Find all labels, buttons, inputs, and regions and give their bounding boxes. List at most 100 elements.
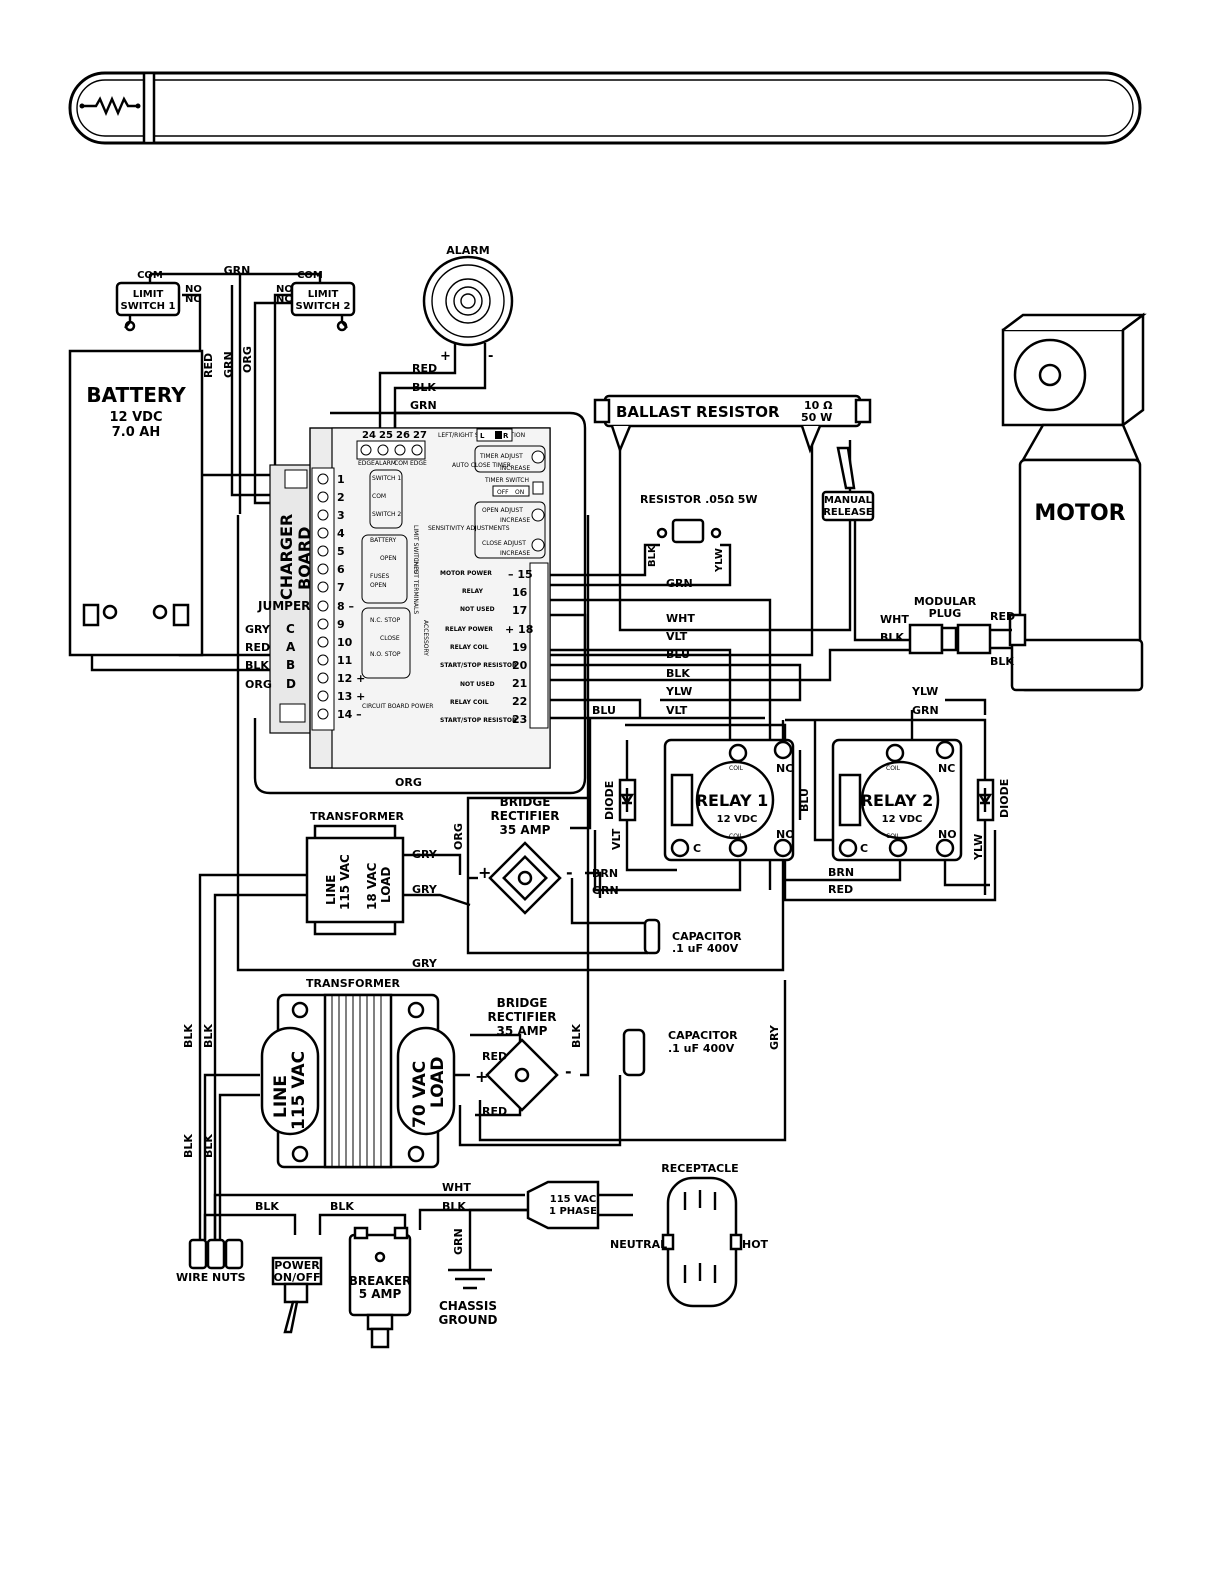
- svg-text:RELAY 1: RELAY 1: [696, 791, 769, 810]
- svg-text:12 VDC: 12 VDC: [882, 814, 923, 825]
- svg-text:NC: NC: [185, 294, 201, 305]
- resistor-icon: [79, 95, 141, 117]
- svg-text:4: 4: [337, 527, 345, 540]
- svg-text:TIMER ADJUST: TIMER ADJUST: [479, 453, 523, 460]
- svg-text:23: 23: [512, 713, 527, 726]
- resistor-small: RESISTOR .05Ω 5W BLK YLW GRN: [640, 493, 758, 590]
- svg-text:NOT USED: NOT USED: [460, 606, 495, 613]
- svg-text:OPEN: OPEN: [370, 582, 387, 589]
- svg-text:27: 27: [413, 430, 427, 441]
- svg-text:+ 18: + 18: [505, 623, 533, 636]
- svg-text:7: 7: [337, 581, 345, 594]
- svg-text:BLK: BLK: [647, 544, 658, 567]
- power-switch: POWER ON/OFF: [271, 1256, 323, 1334]
- power-input: WHT BLK BLK BLK GRN: [255, 1181, 471, 1255]
- svg-text:+: +: [478, 863, 491, 882]
- svg-text:17: 17: [512, 604, 527, 617]
- svg-text:-: -: [566, 863, 573, 882]
- svg-text:VLT: VLT: [610, 828, 623, 850]
- charger-board: CHARGER BOARD JUMPER 1 2 3 4 5 6 7 8 – 9…: [245, 427, 551, 769]
- transformer-2: TRANSFORMER LINE 115 VAC 70 VAC LOAD: [260, 977, 456, 1169]
- svg-text:LIMIT SWITCHES: LIMIT SWITCHES: [412, 525, 419, 574]
- svg-text:BLK: BLK: [570, 1024, 583, 1048]
- svg-text:RED: RED: [482, 1105, 507, 1118]
- svg-text:TRANSFORMER: TRANSFORMER: [306, 977, 400, 990]
- svg-text:10 Ω: 10 Ω: [804, 399, 833, 412]
- svg-text:BLU: BLU: [798, 788, 811, 812]
- svg-text:7.0 AH: 7.0 AH: [112, 425, 161, 440]
- svg-text:5: 5: [337, 545, 345, 558]
- svg-text:B: B: [286, 658, 295, 672]
- svg-text:NC: NC: [776, 762, 793, 775]
- chassis-ground: CHASSIS GROUND: [438, 1268, 498, 1327]
- svg-text:26: 26: [396, 430, 410, 441]
- svg-text:INCREASE: INCREASE: [500, 465, 530, 472]
- svg-text:35 AMP: 35 AMP: [497, 1024, 548, 1038]
- svg-text:TRANSFORMER: TRANSFORMER: [310, 810, 404, 823]
- svg-text:GRN: GRN: [592, 884, 619, 897]
- svg-text:1: 1: [337, 473, 345, 486]
- svg-text:LIMIT: LIMIT: [133, 289, 164, 300]
- svg-text:SWITCH 1: SWITCH 1: [372, 475, 401, 482]
- svg-text:ACCESSORY: ACCESSORY: [422, 620, 429, 656]
- left-terminals: 1 2 3 4 5 6 7 8 – 9 10 11 12 + 13 + 14 –: [279, 467, 433, 731]
- receptacle: RECEPTACLE NEUTRAL HOT: [610, 1162, 769, 1308]
- svg-text:COIL: COIL: [886, 833, 901, 840]
- right-terminals: – 15 16 17 + 18 19 20 21 22 23 MOTOR POW…: [440, 562, 549, 729]
- svg-text:35 AMP: 35 AMP: [500, 823, 551, 837]
- svg-text:RELAY 2: RELAY 2: [861, 791, 934, 810]
- svg-text:COM: COM: [372, 493, 386, 500]
- relay-2: RELAY 2 12 VDC NC NO C COIL COIL: [831, 738, 963, 862]
- svg-text:LIMIT: LIMIT: [308, 289, 339, 300]
- svg-text:BRN: BRN: [592, 867, 618, 880]
- svg-text:BLK: BLK: [880, 631, 904, 644]
- svg-text:MODULAR: MODULAR: [914, 595, 977, 608]
- svg-text:WHT: WHT: [666, 612, 695, 625]
- svg-text:12 VDC: 12 VDC: [109, 410, 162, 425]
- svg-text:ORG: ORG: [241, 346, 254, 373]
- svg-text:RED: RED: [412, 362, 437, 375]
- modular-plug: MODULAR PLUG WHT BLK RED BLK: [880, 595, 1015, 668]
- svg-text:DIODE: DIODE: [998, 779, 1011, 818]
- svg-text:RELAY COIL: RELAY COIL: [450, 644, 489, 651]
- svg-text:CHASSIS: CHASSIS: [439, 1299, 497, 1313]
- header-banner: [68, 71, 1142, 145]
- svg-text:GRN: GRN: [222, 351, 235, 378]
- svg-text:BATTERY: BATTERY: [86, 383, 186, 407]
- motor: MOTOR: [1001, 312, 1147, 692]
- svg-text:BALLAST RESISTOR: BALLAST RESISTOR: [616, 403, 780, 421]
- limit-switch-1: LIMIT SWITCH 1 COM NO NC: [115, 270, 202, 332]
- svg-text:COM: COM: [297, 270, 323, 281]
- svg-text:RESISTOR .05Ω 5W: RESISTOR .05Ω 5W: [640, 493, 758, 506]
- svg-text:MANUAL: MANUAL: [824, 495, 873, 506]
- svg-text:GRN: GRN: [410, 399, 437, 412]
- svg-text:RELAY: RELAY: [462, 588, 484, 595]
- svg-text:5 AMP: 5 AMP: [359, 1287, 402, 1301]
- svg-text:21: 21: [512, 677, 527, 690]
- svg-text:BLK: BLK: [442, 1200, 466, 1213]
- svg-text:N.C. STOP: N.C. STOP: [370, 617, 401, 624]
- svg-text:SWITCH 2: SWITCH 2: [296, 301, 351, 312]
- svg-text:GRY: GRY: [245, 623, 271, 636]
- svg-text:SENSITIVITY ADJUSTMENTS: SENSITIVITY ADJUSTMENTS: [428, 525, 510, 532]
- svg-text:C: C: [286, 622, 295, 636]
- svg-text:LINE: LINE: [324, 875, 338, 905]
- svg-text:YLW: YLW: [714, 548, 725, 573]
- svg-text:8 –: 8 –: [337, 600, 354, 613]
- bridge-rectifier-1: BRIDGE RECTIFIER 35 AMP + -: [478, 795, 573, 915]
- svg-text:WIRE NUTS: WIRE NUTS: [176, 1271, 246, 1284]
- svg-text:16: 16: [512, 586, 528, 599]
- svg-text:-: -: [565, 1062, 572, 1081]
- svg-text:+: +: [440, 349, 451, 364]
- svg-text:GRY: GRY: [412, 883, 438, 896]
- breaker: BREAKER 5 AMP: [349, 1226, 411, 1349]
- svg-text:WHT: WHT: [442, 1181, 471, 1194]
- svg-text:1 PHASE: 1 PHASE: [549, 1206, 597, 1217]
- svg-text:RED: RED: [828, 883, 853, 896]
- svg-text:RECTIFIER: RECTIFIER: [491, 809, 560, 823]
- svg-text:LINE: LINE: [271, 1075, 291, 1118]
- svg-text:BLK: BLK: [666, 667, 690, 680]
- svg-text:VLT: VLT: [666, 630, 688, 643]
- svg-text:20: 20: [512, 659, 528, 672]
